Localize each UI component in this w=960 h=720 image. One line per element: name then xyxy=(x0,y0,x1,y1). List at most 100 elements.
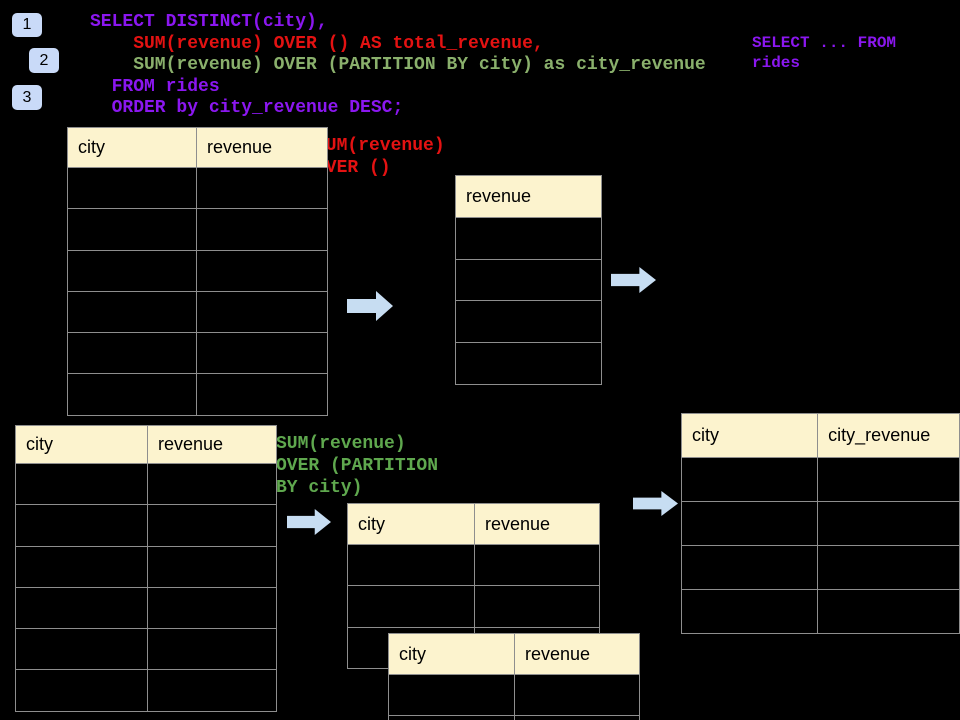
empty-cell xyxy=(455,258,602,302)
arrow-right-icon xyxy=(287,509,331,535)
empty-cell xyxy=(147,628,277,671)
table-row xyxy=(15,628,277,671)
table-row xyxy=(388,674,640,716)
arrow-right-icon xyxy=(347,291,393,321)
empty-cell xyxy=(67,249,197,292)
empty-cell xyxy=(67,290,197,334)
table-row xyxy=(455,300,602,344)
empty-cell xyxy=(147,669,277,712)
column-header: city_revenue xyxy=(817,413,960,458)
column-header: revenue xyxy=(474,503,600,545)
empty-cell xyxy=(388,715,515,720)
code-line: SUM(revenue) xyxy=(315,136,445,156)
column-header: city xyxy=(347,503,475,545)
table-row xyxy=(15,586,277,630)
empty-cell xyxy=(67,166,197,210)
code-line: SUM(revenue) OVER () AS total_revenue, xyxy=(90,33,544,54)
empty-cell xyxy=(15,545,148,588)
empty-cell xyxy=(67,332,197,375)
table-row xyxy=(15,545,277,588)
table-row xyxy=(67,373,328,416)
empty-cell xyxy=(196,290,328,334)
empty-cell xyxy=(514,715,640,720)
column-header: revenue xyxy=(196,127,328,168)
total-revenue-table: revenue xyxy=(455,175,602,385)
table-row xyxy=(347,543,600,587)
sum-over-label: SUM(revenue)OVER () xyxy=(315,135,445,179)
column-header: city xyxy=(680,413,819,458)
code-line: ORDER by city_revenue DESC; xyxy=(90,98,404,118)
empty-cell xyxy=(680,501,819,546)
empty-cell xyxy=(817,457,960,502)
table-row xyxy=(455,217,602,260)
code-line: SUM(revenue) OVER (PARTITION BY city) as… xyxy=(90,55,706,75)
empty-cell xyxy=(15,628,148,671)
empty-cell xyxy=(388,674,515,716)
empty-cell xyxy=(196,208,328,251)
table-row xyxy=(67,208,328,251)
empty-cell xyxy=(474,585,600,628)
empty-cell xyxy=(680,589,819,634)
table-row xyxy=(680,589,960,634)
table-row xyxy=(15,669,277,712)
empty-cell xyxy=(67,373,197,416)
table-row xyxy=(67,249,328,292)
empty-cell xyxy=(680,545,819,590)
empty-cell xyxy=(196,166,328,210)
empty-cell xyxy=(455,300,602,344)
empty-cell xyxy=(15,586,148,630)
code-line: OVER (PARTITION xyxy=(276,456,439,476)
column-header: revenue xyxy=(147,425,277,464)
empty-cell xyxy=(455,342,602,385)
empty-cell xyxy=(147,586,277,630)
empty-cell xyxy=(680,457,819,502)
arrow-right-icon xyxy=(633,491,678,516)
header-row: revenue xyxy=(455,175,602,218)
empty-cell xyxy=(817,545,960,590)
step-1-badge: 1 xyxy=(12,13,42,37)
column-header: revenue xyxy=(455,175,602,218)
table-row xyxy=(388,715,640,720)
empty-cell xyxy=(817,589,960,634)
table-row xyxy=(455,342,602,385)
empty-cell xyxy=(67,208,197,251)
code-line: SELECT DISTINCT(city), xyxy=(90,12,328,32)
code-line: OVER () xyxy=(315,158,391,178)
empty-cell xyxy=(196,249,328,292)
empty-cell xyxy=(196,332,328,375)
column-header: city xyxy=(15,425,148,464)
table-row xyxy=(67,166,328,210)
table-row xyxy=(680,501,960,546)
empty-cell xyxy=(817,501,960,546)
table-row xyxy=(680,545,960,590)
table-row xyxy=(347,585,600,628)
table-row xyxy=(15,504,277,547)
step-2-badge: 2 xyxy=(29,48,59,73)
code-line: SUM(revenue) xyxy=(276,434,406,454)
empty-cell xyxy=(514,674,640,716)
empty-cell xyxy=(15,504,148,547)
table-row xyxy=(455,258,602,302)
empty-cell xyxy=(347,585,475,628)
empty-cell xyxy=(347,543,475,587)
column-header: revenue xyxy=(514,633,640,675)
empty-cell xyxy=(147,504,277,547)
step-3-badge: 3 xyxy=(12,85,42,110)
code-line: SELECT ... FROM xyxy=(752,34,897,52)
column-header: city xyxy=(388,633,515,675)
empty-cell xyxy=(15,462,148,506)
empty-cell xyxy=(196,373,328,416)
arrow-right-icon xyxy=(611,267,656,293)
table-row xyxy=(67,332,328,375)
code-line: BY city) xyxy=(276,478,363,498)
empty-cell xyxy=(455,217,602,260)
